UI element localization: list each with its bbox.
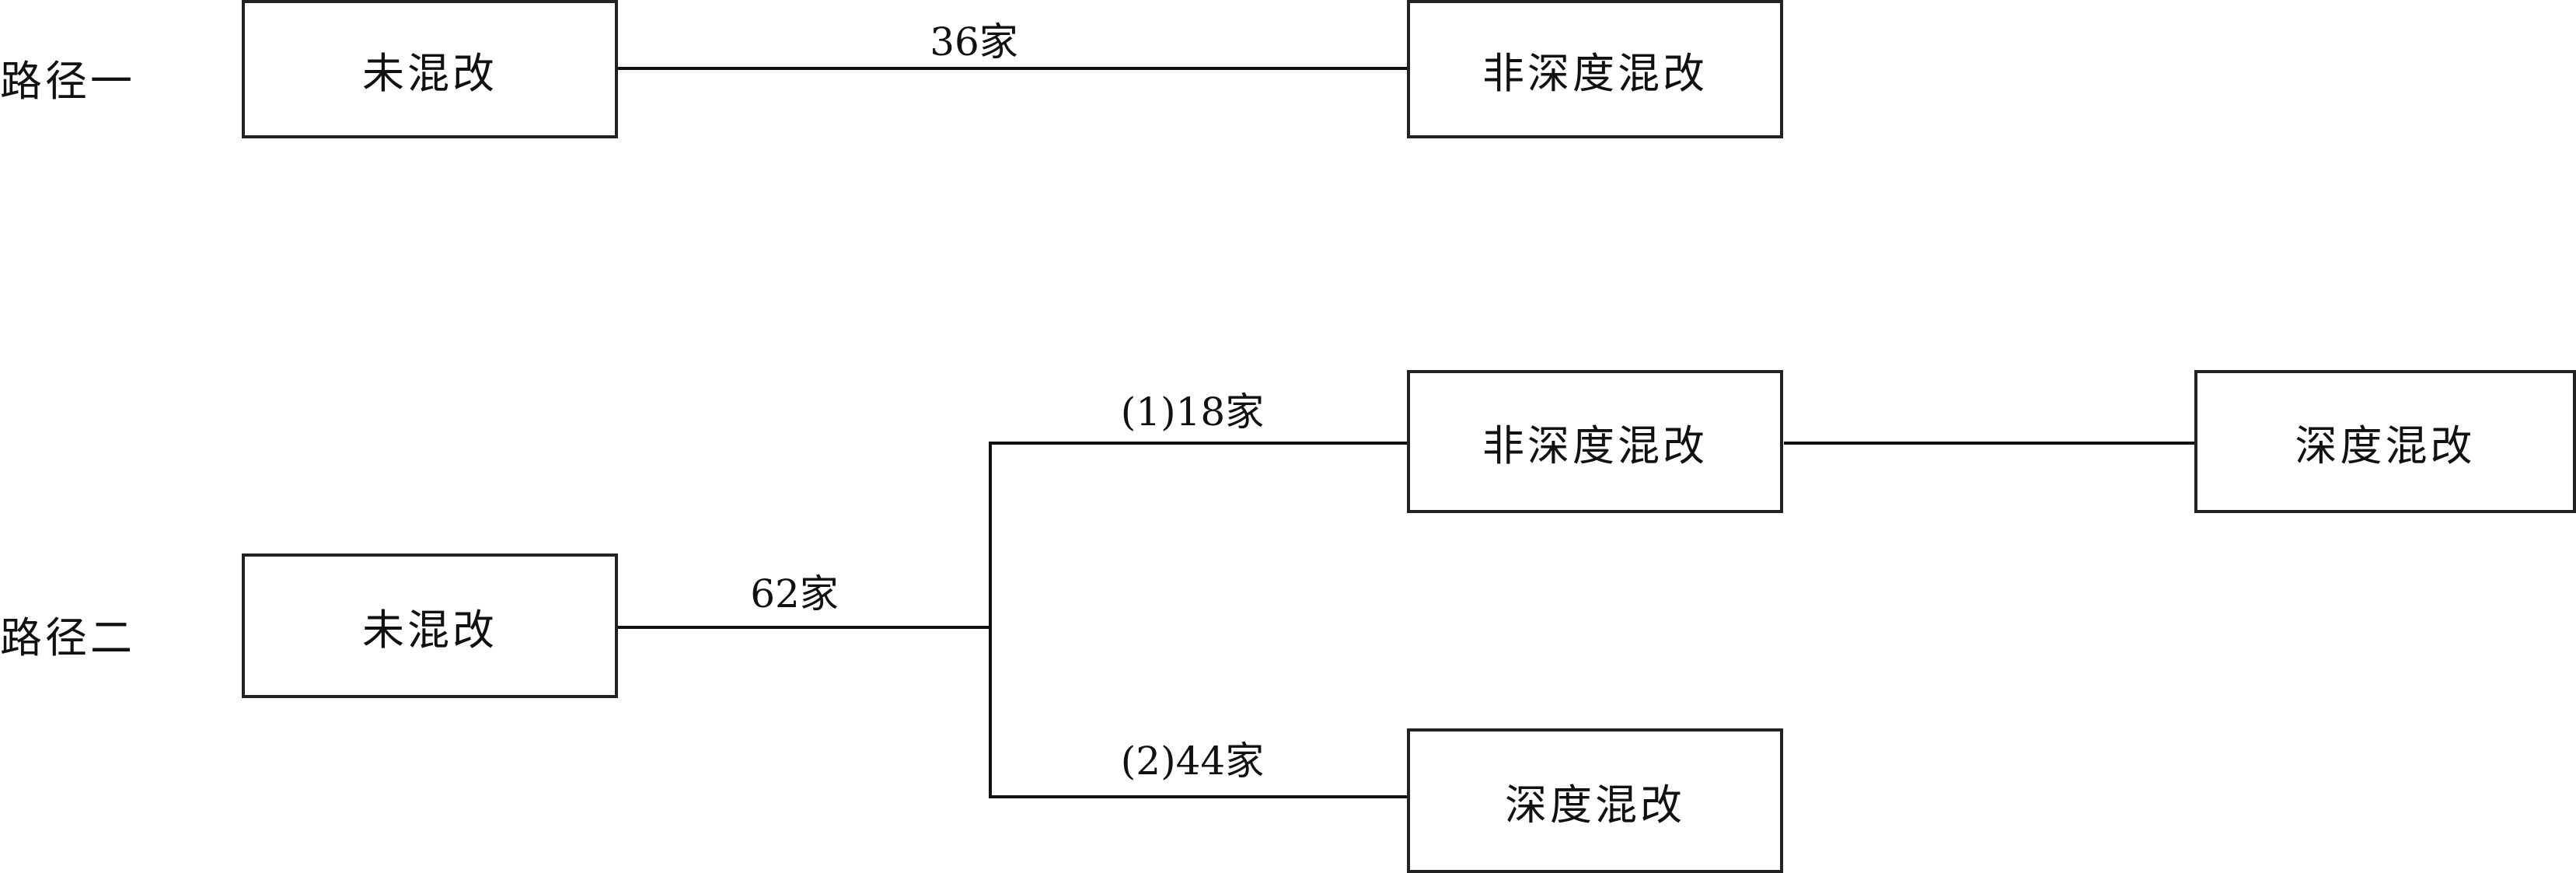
- path2-branch1-label: (1)18家: [1120, 389, 1265, 435]
- path2-start-node: 未混改: [242, 553, 618, 698]
- path1-end-node: 非深度混改: [1407, 0, 1783, 138]
- path2-branch2-label: (2)44家: [1120, 739, 1265, 784]
- path1-start-node: 未混改: [242, 0, 618, 138]
- path2-trunk-label: 62家: [750, 571, 839, 616]
- path2-branch1-mid-node: 非深度混改: [1407, 370, 1783, 513]
- path1-edge-label: 36家: [930, 19, 1018, 65]
- path1-label: 路径一: [0, 57, 135, 106]
- path2-label: 路径二: [0, 613, 135, 662]
- path2-branch2-end-node: 深度混改: [1407, 728, 1783, 873]
- path2-branch1-end-node: 深度混改: [2194, 370, 2576, 513]
